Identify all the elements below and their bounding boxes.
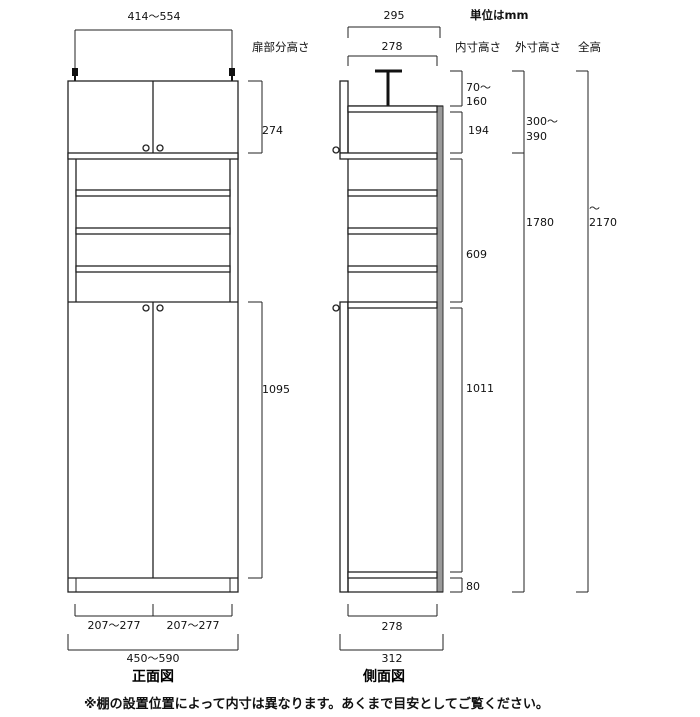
side-shelf-3 (347, 265, 438, 273)
front-adjuster-left (72, 68, 78, 81)
outer-height-header: 外寸高さ (515, 40, 561, 54)
middle-inner-height: 609 (466, 248, 487, 261)
side-shelf-1 (347, 189, 438, 197)
front-adjuster-right (229, 68, 235, 81)
door-height-header: 扉部分高さ (252, 40, 310, 54)
plinth-height: 80 (466, 580, 480, 593)
side-top-shelf (347, 105, 438, 113)
side-upper-door-leaf (339, 80, 349, 154)
total-height-header: 全高 (578, 40, 601, 54)
door-width-right: 207～277 (167, 619, 220, 632)
side-lower-knob-icon (332, 304, 340, 312)
front-view-title: 正面図 (132, 669, 174, 685)
side-lower-door-leaf (339, 301, 349, 593)
adjuster-range-2: 160 (466, 95, 487, 108)
unit-label: 単位はmm (470, 8, 528, 22)
side-top-inner-depth: 278 (382, 40, 403, 53)
front-top-width: 414～554 (128, 10, 181, 23)
upper-outer-1: 300～ (526, 115, 558, 128)
footnote: ※棚の設置位置によって内寸は異なります。あくまで目安としてご覧ください。 (84, 696, 549, 712)
front-upper-shelf-board (67, 152, 239, 160)
total-width: 450～590 (127, 652, 180, 665)
upper-left-knob-icon (142, 144, 150, 152)
upper-door-height: 274 (262, 124, 283, 137)
lower-door-height: 1095 (262, 383, 290, 396)
side-shelf-2 (347, 227, 438, 235)
upper-inner-height: 194 (468, 124, 489, 137)
side-back-panel (436, 105, 444, 593)
lower-right-knob-icon (156, 304, 164, 312)
inner-height-header: 内寸高さ (455, 40, 501, 54)
side-upper-divider (339, 152, 438, 160)
upper-outer-2: 390 (526, 130, 547, 143)
adjuster-range-1: 70～ (466, 81, 491, 94)
front-view: 414～554 (67, 10, 290, 685)
side-view: 295 278 70～ 160 (332, 9, 617, 685)
front-shelf-1 (75, 189, 231, 197)
side-lower-divider (347, 301, 438, 309)
side-view-title: 側面図 (362, 668, 405, 685)
front-shelf-3 (75, 265, 231, 273)
door-width-left: 207～277 (88, 619, 141, 632)
lower-left-knob-icon (142, 304, 150, 312)
body-outer-height: 1780 (526, 216, 554, 229)
total-height-2: 2170 (589, 216, 617, 229)
lower-inner-height: 1011 (466, 382, 494, 395)
upper-right-knob-icon (156, 144, 164, 152)
side-top-outer-depth: 295 (384, 9, 405, 22)
side-bottom-outer-depth: 312 (382, 652, 403, 665)
front-shelf-2 (75, 227, 231, 235)
side-bottom-inner-depth: 278 (382, 620, 403, 633)
side-bottom-shelf (347, 571, 438, 579)
total-height-1: ～ (589, 202, 600, 215)
side-upper-knob-icon (332, 146, 340, 154)
